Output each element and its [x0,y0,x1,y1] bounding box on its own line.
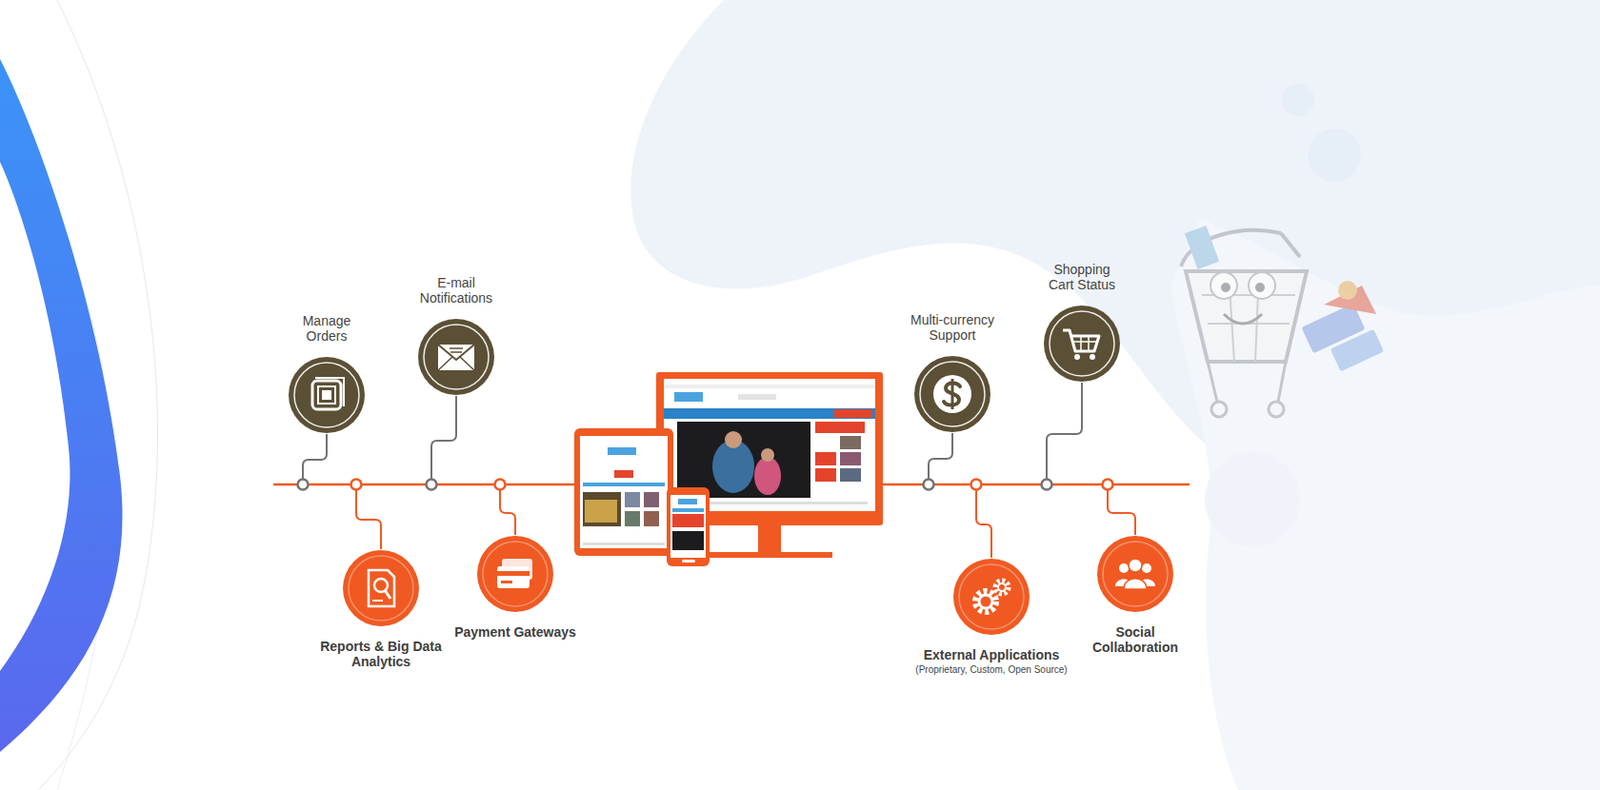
feature-icon-circle [912,354,993,435]
leader-line [302,434,327,480]
background-bubble [1204,452,1300,548]
leader-line [1046,382,1082,480]
feature-node: External Applications(Proprietary, Custo… [915,557,1067,677]
blue-band [0,59,123,753]
feature-icon-circle [340,548,421,629]
feature-node: Multi-currency Support [900,312,1005,435]
feature-icon-circle [416,317,497,398]
feature-label: Social Collaboration [1082,624,1188,656]
feature-sublabel: (Proprietary, Custom, Open Source) [915,664,1067,677]
leader-line [356,490,381,550]
feature-label: Reports & Big Data Analytics [314,639,448,670]
leader-line [431,396,457,480]
timeline-dot [351,480,362,491]
timeline-dot [971,480,982,491]
feature-label: External Applications [923,647,1060,663]
feature-label: Multi-currency Support [900,312,1005,343]
timeline-dot [923,480,935,491]
leader-line [500,490,516,536]
timeline-dot [495,480,506,491]
feature-label: Manage Orders [293,313,360,344]
feature-node: Shopping Cart Status [1041,261,1123,384]
feature-icon-circle [286,355,367,436]
feature-label: Shopping Cart Status [1041,261,1123,293]
cart-illustration [1180,225,1384,418]
leader-line [928,433,953,480]
feature-node: Manage Orders [286,313,367,436]
feature-label: E-mail Notifications [411,275,502,306]
feature-icon-circle [1041,303,1122,384]
feature-node: Social Collaboration [1082,534,1188,656]
feature-icon-circle [1095,534,1176,615]
background-blob [1171,219,1600,790]
feature-label: Payment Gateways [454,624,577,640]
timeline-dot [426,480,438,491]
timeline-dot [1041,480,1053,491]
background-bubble [1281,83,1315,117]
leader-line [976,490,992,559]
devices-illustration [574,372,883,567]
feature-icon-circle [475,534,556,615]
timeline-dot [298,480,309,491]
timeline-dot [1102,480,1114,491]
feature-node: E-mail Notifications [411,275,502,398]
feature-icon-circle [951,557,1032,638]
leader-line [1107,490,1136,536]
feature-node: Reports & Big Data Analytics [314,548,448,670]
feature-node: Payment Gateways [454,534,577,640]
background-bubble [1307,128,1361,182]
